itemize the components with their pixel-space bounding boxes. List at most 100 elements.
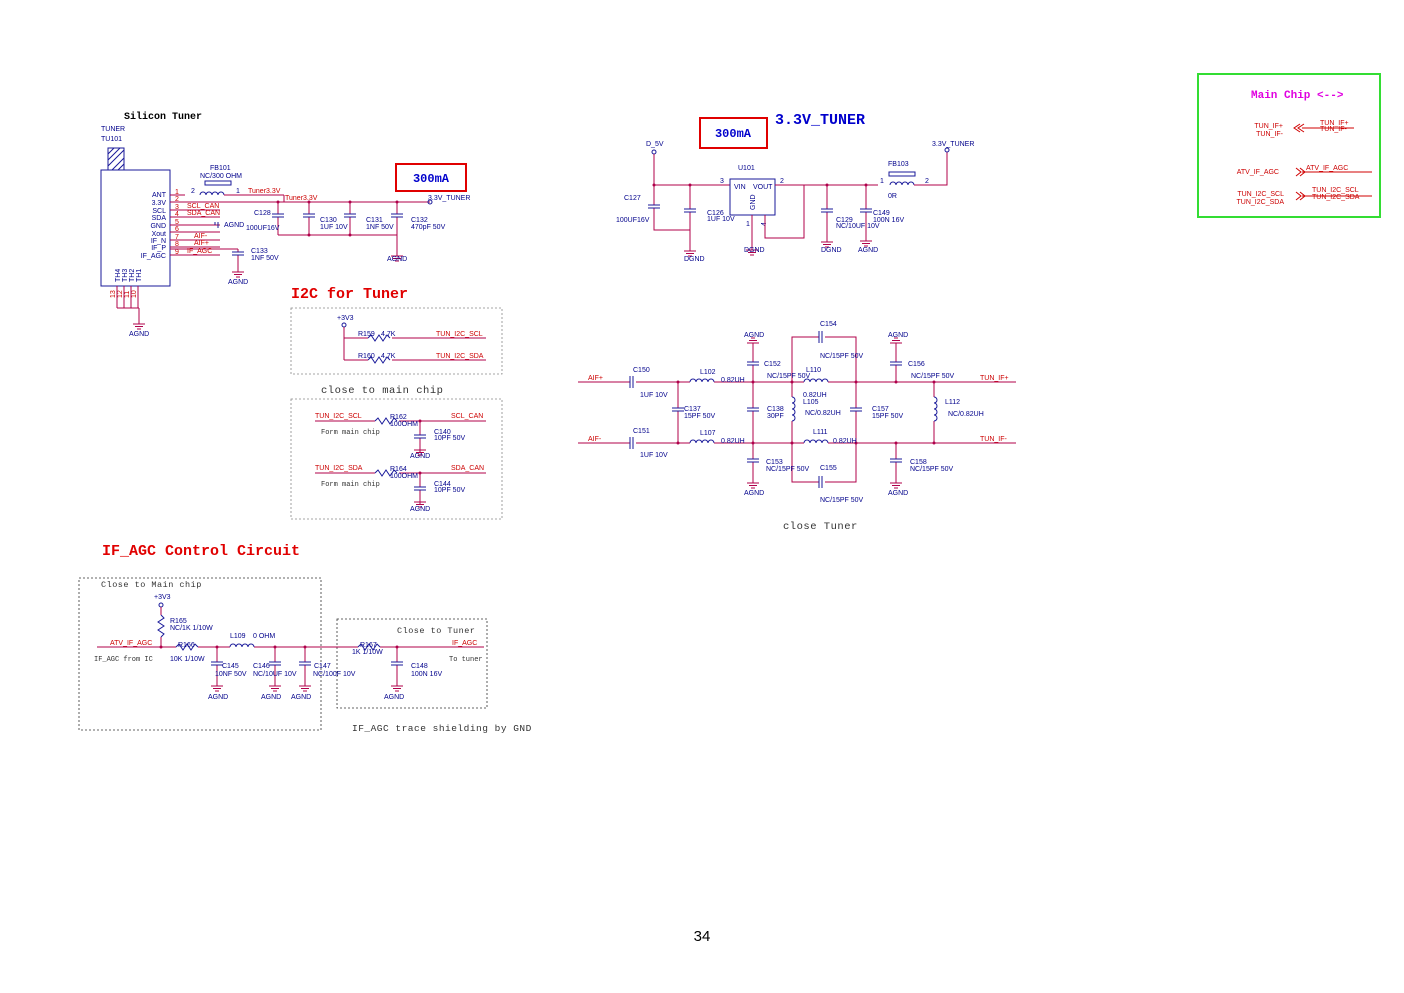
svg-text:AGND: AGND: [129, 331, 149, 338]
svg-text:C126: C126: [707, 210, 724, 217]
svg-text:NC/10UF 10V: NC/10UF 10V: [836, 223, 880, 230]
svg-text:C131: C131: [366, 217, 383, 224]
svg-text:300mA: 300mA: [413, 172, 450, 186]
svg-text:C147: C147: [314, 663, 331, 670]
svg-text:AIF-: AIF-: [194, 233, 208, 240]
svg-text:TUN_IF+: TUN_IF+: [1320, 120, 1349, 127]
tuner-body: [100, 169, 171, 287]
svg-text:C138: C138: [767, 406, 784, 413]
svg-text:470pF 50V: 470pF 50V: [411, 224, 446, 231]
svg-text:1NF 50V: 1NF 50V: [366, 224, 394, 231]
svg-text:100UF16V: 100UF16V: [246, 225, 280, 232]
svg-text:TUN_I2C_SCL: TUN_I2C_SCL: [315, 413, 362, 420]
current-box-right: [699, 117, 768, 149]
close-tuner-box: [336, 618, 488, 709]
svg-text:U101: U101: [738, 165, 755, 172]
svg-text:TUN_I2C_SCL: TUN_I2C_SCL: [1312, 187, 1359, 194]
svg-text:L102: L102: [700, 369, 716, 376]
svg-text:10: 10: [131, 290, 138, 298]
svg-text:1NF 50V: 1NF 50V: [251, 255, 279, 262]
svg-text:AGND: AGND: [888, 332, 908, 339]
close-tuner-note: close Tuner: [783, 521, 858, 533]
svg-text:SCL: SCL: [152, 208, 166, 215]
svg-text:SDA_CAN: SDA_CAN: [187, 210, 220, 217]
svg-text:1: 1: [746, 221, 750, 228]
svg-text:ATV_IF_AGC: ATV_IF_AGC: [1306, 165, 1348, 172]
net-tuner33-a: Tuner3.3V: [248, 188, 281, 195]
svg-text:SCL_CAN: SCL_CAN: [187, 203, 219, 210]
svg-text:C128: C128: [254, 210, 271, 217]
svg-text:ANT: ANT: [152, 192, 167, 199]
svg-text:2: 2: [925, 178, 929, 185]
tuner-pin-numbers: 1 2 3 4 5 6 7 8 9: [175, 189, 179, 256]
svg-text:AIF+: AIF+: [588, 375, 603, 382]
svg-text:TUN_IF-: TUN_IF-: [1320, 126, 1348, 133]
svg-text:NC/0.82UH: NC/0.82UH: [805, 410, 841, 417]
svg-text:AGND: AGND: [384, 694, 404, 701]
if-agc-section: IF_AGC Control Circuit Close to Main chi…: [78, 543, 531, 734]
svg-text:AGND: AGND: [744, 490, 764, 497]
svg-text:NC/15PF 50V: NC/15PF 50V: [767, 373, 811, 380]
svg-text:C129: C129: [836, 217, 853, 224]
svg-text:C132: C132: [411, 217, 428, 224]
agnd-pin-label: AGND: [224, 222, 244, 229]
tuner-bottom-pins: TH4 TH3 TH2 TH1 13 12 11 10: [110, 269, 143, 298]
svg-text:IF_AGC from IC: IF_AGC from IC: [94, 656, 153, 664]
svg-text:TUN_I2C_SCL: TUN_I2C_SCL: [436, 331, 483, 338]
svg-text:GND: GND: [750, 194, 757, 210]
svg-text:To tuner: To tuner: [449, 656, 483, 664]
svg-text:C153: C153: [766, 459, 783, 466]
svg-text:ATV_IF_AGC: ATV_IF_AGC: [1237, 169, 1279, 176]
svg-text:TUN_I2C_SDA: TUN_I2C_SDA: [315, 465, 363, 472]
svg-text:AGND: AGND: [387, 256, 407, 263]
svg-text:0.82UH: 0.82UH: [721, 377, 745, 384]
svg-text:15PF 50V: 15PF 50V: [872, 413, 903, 420]
svg-text:AGND: AGND: [744, 332, 764, 339]
svg-text:0.82UH: 0.82UH: [721, 438, 745, 445]
svg-text:DGND: DGND: [684, 256, 705, 263]
svg-text:3.3V: 3.3V: [152, 200, 167, 207]
svg-text:SCL_CAN: SCL_CAN: [451, 413, 483, 420]
svg-text:2: 2: [780, 178, 784, 185]
svg-text:3: 3: [175, 204, 179, 211]
tuner-nets: SCL_CAN SDA_CAN AIF- AIF+ IF_AGC: [187, 203, 220, 255]
svg-text:C158: C158: [910, 459, 927, 466]
svg-text:C137: C137: [684, 406, 701, 413]
svg-text:1UF 10V: 1UF 10V: [707, 216, 735, 223]
svg-text:C145: C145: [222, 663, 239, 670]
svg-text:1: 1: [880, 178, 884, 185]
svg-text:C140: C140: [434, 429, 451, 436]
svg-text:TUN_IF-: TUN_IF-: [980, 436, 1008, 443]
svg-text:NC/0.82UH: NC/0.82UH: [948, 411, 984, 418]
svg-text:AGND: AGND: [291, 694, 311, 701]
svg-text:3: 3: [720, 178, 724, 185]
svg-text:15PF 50V: 15PF 50V: [684, 413, 715, 420]
main-chip-box: [1197, 73, 1381, 218]
svg-text:Close to Tuner: Close to Tuner: [397, 626, 475, 636]
tuner-pin-labels: ANT 3.3V SCL SDA GND Xout IF_N IF_P IF_A…: [141, 192, 167, 260]
svg-text:R166: R166: [178, 642, 195, 649]
svg-text:TUN_I2C_SDA: TUN_I2C_SDA: [1237, 199, 1285, 206]
fb101-ref: FB101: [210, 165, 231, 172]
svg-text:TUN_IF+: TUN_IF+: [1254, 123, 1283, 130]
svg-text:0.82UH: 0.82UH: [803, 392, 827, 399]
svg-text:10NF 50V: 10NF 50V: [215, 671, 247, 678]
silicon-tuner-title: Silicon Tuner: [124, 111, 202, 123]
svg-text:100OHM: 100OHM: [390, 473, 418, 480]
svg-text:L110: L110: [806, 367, 821, 374]
close-main-chip-box: [78, 577, 322, 731]
svg-text:AGND: AGND: [410, 453, 430, 460]
svg-text:TH2: TH2: [129, 269, 136, 282]
svg-text:Form main chip: Form main chip: [321, 429, 380, 437]
svg-text:R159: R159: [358, 331, 375, 338]
svg-text:1UF 10V: 1UF 10V: [320, 224, 348, 231]
svg-text:13: 13: [110, 290, 117, 298]
svg-text:8: 8: [175, 241, 179, 248]
svg-text:C146: C146: [253, 663, 270, 670]
filter-junction-dots: [676, 380, 936, 445]
svg-text:1K 1/10W: 1K 1/10W: [352, 649, 383, 656]
svg-text:AGND: AGND: [208, 694, 228, 701]
svg-text:9: 9: [175, 249, 179, 256]
svg-text:+3V3: +3V3: [154, 594, 171, 601]
